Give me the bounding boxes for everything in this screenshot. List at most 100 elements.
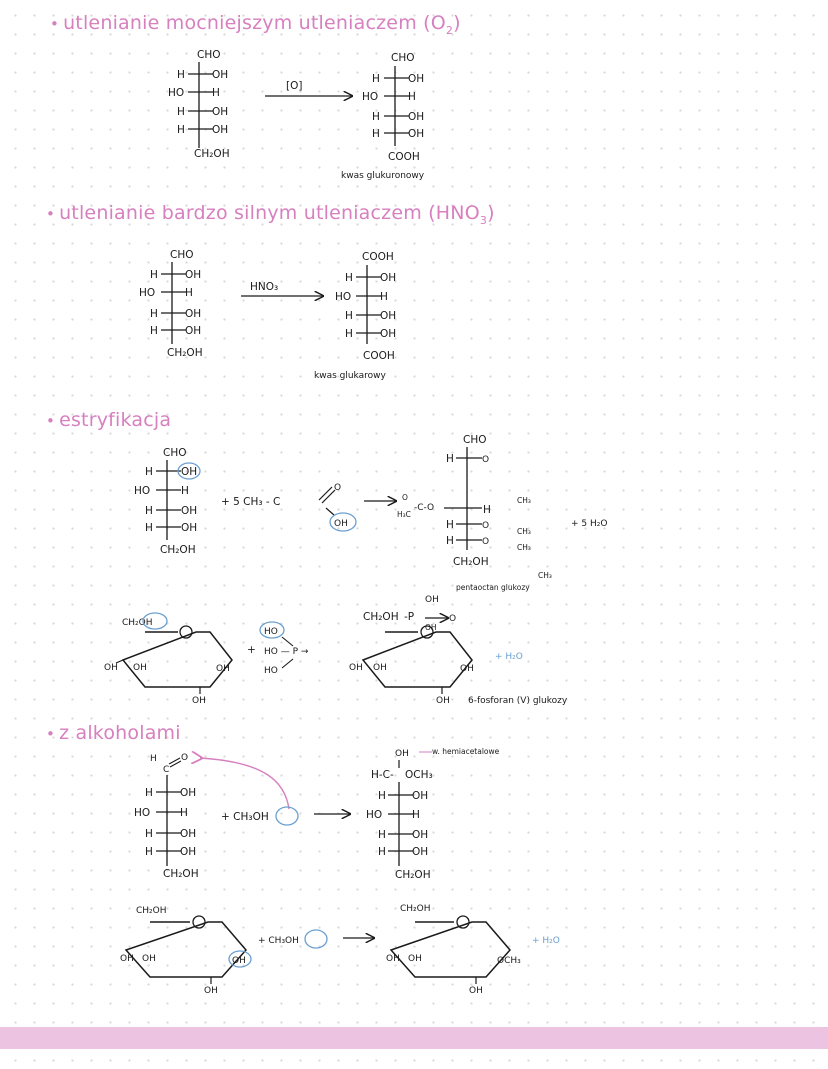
svg-text:H: H bbox=[212, 87, 220, 99]
svg-text:CHO: CHO bbox=[163, 447, 187, 459]
svg-text:OH: OH bbox=[120, 954, 134, 964]
svg-text:CH₃: CH₃ bbox=[538, 571, 552, 580]
reaction-glycoside-ring: CH₂OH OH OH OH OH + CH₃OH CH₂OH OH OH OC… bbox=[120, 904, 560, 996]
svg-text:H: H bbox=[372, 111, 380, 123]
svg-text:H: H bbox=[177, 124, 185, 136]
fischer-glucaric-acid: COOH H OH HO H H OH H OH COOH bbox=[335, 251, 396, 362]
svg-text:HO: HO bbox=[264, 666, 278, 676]
highlight-circle bbox=[329, 512, 357, 532]
reaction-hemiacetal-fischer: H C O H OH HO H H OH H OH CH₂OH + CH₃OH … bbox=[134, 747, 500, 881]
svg-text:OCH₃: OCH₃ bbox=[497, 956, 521, 966]
svg-text:OH: OH bbox=[349, 663, 363, 673]
svg-text:H: H bbox=[446, 453, 454, 465]
svg-text:H: H bbox=[372, 128, 380, 140]
svg-text:OH: OH bbox=[460, 664, 474, 674]
svg-text:CHO: CHO bbox=[197, 49, 221, 61]
svg-text:O: O bbox=[482, 521, 489, 531]
svg-text:OH: OH bbox=[180, 787, 196, 799]
svg-text:OH: OH bbox=[380, 272, 396, 284]
ring-oxygen bbox=[192, 915, 206, 929]
svg-text:H: H bbox=[345, 272, 353, 284]
svg-text:H: H bbox=[446, 519, 454, 531]
pyranose-glucose: CH₂OH OH OH OH OH bbox=[104, 612, 233, 706]
svg-text:H: H bbox=[446, 535, 454, 547]
svg-text:H: H bbox=[345, 328, 353, 340]
highlight-circle bbox=[304, 929, 328, 949]
svg-text:+ CH₃OH: + CH₃OH bbox=[258, 936, 299, 946]
svg-text:OH: OH bbox=[212, 124, 228, 136]
svg-text:OH: OH bbox=[232, 956, 246, 966]
svg-text:OH: OH bbox=[412, 790, 428, 802]
svg-text:HO: HO bbox=[134, 807, 150, 819]
svg-text:O: O bbox=[181, 753, 188, 763]
svg-text:OH: OH bbox=[380, 328, 396, 340]
svg-text:OH: OH bbox=[181, 522, 197, 534]
svg-text:OH: OH bbox=[408, 954, 422, 964]
svg-text:OH: OH bbox=[192, 696, 206, 706]
svg-text:OH: OH bbox=[408, 111, 424, 123]
svg-text:CH₂OH: CH₂OH bbox=[160, 544, 196, 556]
ring-oxygen bbox=[456, 915, 470, 929]
svg-text:OH: OH bbox=[185, 269, 201, 281]
svg-text:OH: OH bbox=[395, 749, 409, 759]
svg-text:OH: OH bbox=[212, 69, 228, 81]
svg-text:HO: HO bbox=[335, 291, 351, 303]
svg-text:OH: OH bbox=[185, 308, 201, 320]
svg-text:O: O bbox=[482, 455, 489, 465]
svg-text:H: H bbox=[378, 829, 386, 841]
svg-text:CH₂OH: CH₂OH bbox=[400, 904, 431, 914]
svg-text:O: O bbox=[334, 483, 341, 493]
svg-text:H: H bbox=[408, 91, 416, 103]
svg-text:OH: OH bbox=[412, 829, 428, 841]
svg-text:CHO: CHO bbox=[391, 52, 415, 64]
svg-text:HO: HO bbox=[264, 627, 278, 637]
svg-text:CH₂OH: CH₂OH bbox=[163, 868, 199, 880]
footer-band bbox=[0, 1027, 828, 1049]
svg-text:CH₂OH: CH₂OH bbox=[395, 869, 431, 881]
fischer-glucose: CHO H OH HO H H OH H OH CH₂OH bbox=[134, 447, 201, 556]
svg-text:OH: OH bbox=[412, 846, 428, 858]
svg-text:H: H bbox=[145, 828, 153, 840]
svg-text:H: H bbox=[150, 308, 158, 320]
svg-text:H: H bbox=[145, 846, 153, 858]
svg-text:H: H bbox=[145, 522, 153, 534]
svg-text:HNO₃: HNO₃ bbox=[250, 281, 278, 293]
svg-text:OH: OH bbox=[185, 325, 201, 337]
pyranose-methyl-glucoside: CH₂OH OH OH OCH₃ OH bbox=[386, 904, 521, 996]
bullet-icon: • bbox=[46, 205, 56, 223]
fischer-methyl-glucoside: OH w. hemiacetalowe H-C- OCH₃ H OH HO H … bbox=[366, 747, 500, 881]
svg-text:+ CH₃OH: + CH₃OH bbox=[221, 811, 269, 823]
svg-text:H: H bbox=[378, 846, 386, 858]
ring-oxygen bbox=[179, 625, 193, 639]
svg-text:OH: OH bbox=[104, 663, 118, 673]
highlight-circle bbox=[259, 621, 285, 639]
svg-text:OH: OH bbox=[180, 828, 196, 840]
svg-text:C: C bbox=[163, 765, 169, 775]
product-name-phosphate: 6-fosforan (V) glukozy bbox=[468, 696, 568, 706]
svg-text:OH: OH bbox=[386, 954, 400, 964]
svg-text:OH: OH bbox=[204, 986, 218, 996]
svg-text:H: H bbox=[378, 790, 386, 802]
svg-text:H: H bbox=[412, 809, 420, 821]
svg-text:H-C-: H-C- bbox=[371, 769, 394, 781]
svg-text:OCH₃: OCH₃ bbox=[405, 769, 433, 781]
svg-text:OH: OH bbox=[181, 466, 197, 478]
svg-text:CH₃: CH₃ bbox=[517, 496, 531, 505]
svg-text:OH: OH bbox=[373, 663, 387, 673]
svg-text:OH: OH bbox=[334, 519, 348, 529]
highlight-circle bbox=[228, 950, 252, 968]
svg-text:HO: HO bbox=[168, 87, 184, 99]
svg-text:H: H bbox=[372, 73, 380, 85]
svg-text:CH₂OH: CH₂OH bbox=[453, 556, 489, 568]
svg-text:OH: OH bbox=[212, 106, 228, 118]
mechanism-arrow bbox=[200, 758, 290, 810]
svg-text:H: H bbox=[380, 291, 388, 303]
svg-text:CHO: CHO bbox=[170, 249, 194, 261]
product-name-glucuronic: kwas glukuronowy bbox=[341, 171, 425, 181]
svg-text:OH: OH bbox=[425, 595, 439, 605]
svg-text:H: H bbox=[145, 466, 153, 478]
svg-text:OH: OH bbox=[469, 986, 483, 996]
svg-text:CH₂OH: CH₂OH bbox=[194, 148, 230, 160]
svg-text:HO: HO bbox=[139, 287, 155, 299]
